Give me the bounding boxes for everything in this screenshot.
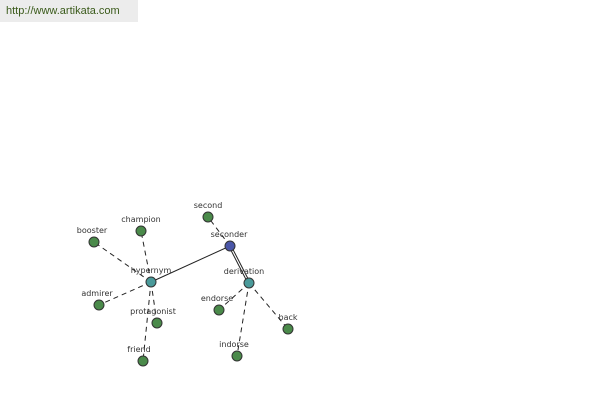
node-label-booster: booster xyxy=(77,226,108,235)
edge-hypernym-admirer xyxy=(98,281,152,306)
edge-hypernym-booster xyxy=(93,241,152,283)
edge-seconder-derivation xyxy=(230,245,251,284)
node-booster[interactable]: booster xyxy=(77,226,108,248)
node-circle-protagonist[interactable] xyxy=(151,317,163,329)
nodes-layer: seconder hypernym derivation second booster c… xyxy=(77,201,298,367)
site-url-link[interactable]: http://www.artikata.com xyxy=(0,0,138,22)
node-label-admirer: admirer xyxy=(81,289,113,298)
node-admirer[interactable]: admirer xyxy=(81,289,113,311)
edge-derivation-back xyxy=(248,282,289,330)
edge-seconder-hypernym xyxy=(150,245,231,283)
node-label-friend: friend xyxy=(127,345,150,354)
node-label-protagonist: protagonist xyxy=(130,307,176,316)
node-circle-hypernym[interactable] xyxy=(145,276,157,288)
node-hypernym[interactable]: hypernym xyxy=(131,266,172,288)
node-endorse[interactable]: endorse xyxy=(201,294,233,316)
node-circle-endorse[interactable] xyxy=(213,304,225,316)
node-second[interactable]: second xyxy=(194,201,223,223)
node-label-indorse: indorse xyxy=(219,340,249,349)
node-label-endorse: endorse xyxy=(201,294,233,303)
node-circle-seconder[interactable] xyxy=(224,240,236,252)
edge-seconder-second xyxy=(207,216,231,247)
node-label-champion: champion xyxy=(121,215,160,224)
node-circle-indorse[interactable] xyxy=(231,350,243,362)
node-circle-admirer[interactable] xyxy=(93,299,105,311)
node-label-derivation: derivation xyxy=(224,267,264,276)
node-champion[interactable]: champion xyxy=(121,215,161,237)
node-label-back: back xyxy=(278,313,297,322)
edge-hypernym-friend xyxy=(142,281,152,362)
node-circle-derivation[interactable] xyxy=(243,277,255,289)
node-friend[interactable]: friend xyxy=(127,345,151,367)
edges-layer xyxy=(93,216,289,362)
node-indorse[interactable]: indorse xyxy=(219,340,249,362)
edge-derivation-endorse xyxy=(218,282,250,311)
node-circle-second[interactable] xyxy=(202,211,214,223)
node-derivation[interactable]: derivation xyxy=(224,267,264,289)
node-back[interactable]: back xyxy=(278,313,298,335)
edge-derivation-indorse xyxy=(236,282,250,357)
node-circle-champion[interactable] xyxy=(135,225,147,237)
node-seconder[interactable]: seconder xyxy=(211,230,248,252)
edge-seconder-derivation xyxy=(228,245,249,284)
node-label-second: second xyxy=(194,201,223,210)
node-circle-back[interactable] xyxy=(282,323,294,335)
node-label-hypernym: hypernym xyxy=(131,266,172,275)
node-label-seconder: seconder xyxy=(211,230,248,239)
node-circle-friend[interactable] xyxy=(137,355,149,367)
node-circle-booster[interactable] xyxy=(88,236,100,248)
edge-hypernym-protagonist xyxy=(150,281,158,324)
node-protagonist[interactable]: protagonist xyxy=(130,307,176,329)
